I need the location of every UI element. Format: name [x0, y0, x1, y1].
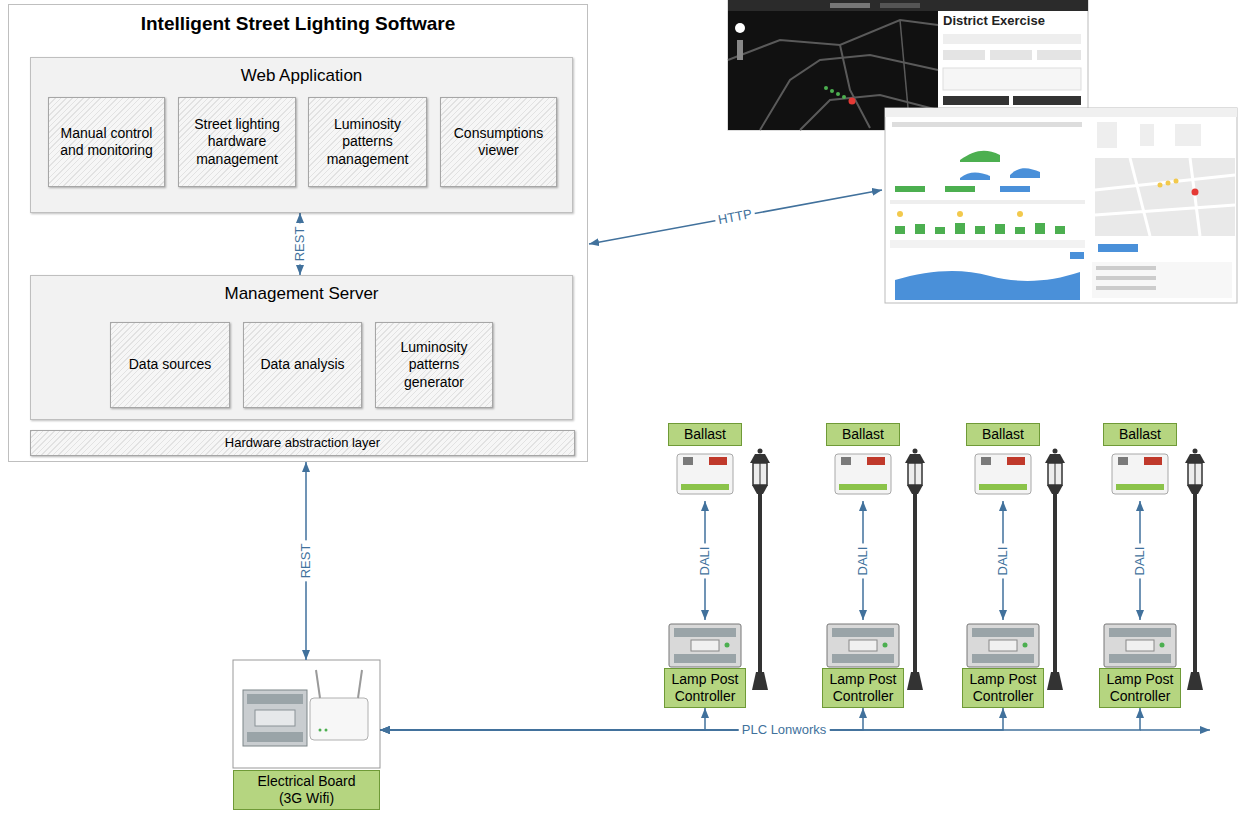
process-box: Hardware abstraction layer	[30, 430, 575, 456]
ballast-box: Ballast	[668, 423, 742, 501]
ballast-label: Ballast	[1103, 423, 1177, 446]
controller-device	[827, 624, 899, 667]
controller-label: Lamp Post Controller	[822, 668, 904, 708]
connector-label: DALI	[995, 543, 1011, 578]
bus-line	[1140, 729, 1210, 731]
controller-device	[967, 624, 1039, 667]
box-label: Manual control and monitoring	[55, 125, 158, 160]
process-box: Data sources	[110, 322, 230, 408]
controller-box: Lamp Post Controller	[664, 620, 746, 708]
board-label: Electrical Board (3G Wifi)	[233, 770, 380, 810]
board-box: Electrical Board (3G Wifi)	[233, 660, 380, 810]
ballast-label: Ballast	[966, 423, 1040, 446]
lamp-post	[1185, 449, 1205, 691]
controller-box: Lamp Post Controller	[1099, 620, 1181, 708]
electrical-board-picture	[233, 660, 380, 768]
ballast-label: Ballast	[826, 423, 900, 446]
group-box: Data sources Data analysis Luminosity patt…	[30, 275, 573, 420]
connector-label: DALI	[1132, 543, 1148, 578]
lamp-post	[1045, 449, 1065, 691]
process-box: Luminosity patterns generator	[375, 322, 493, 408]
ballast-device	[975, 454, 1031, 494]
group-heading: Web Application	[31, 66, 572, 86]
connector-label: REST	[298, 541, 314, 582]
ballast-box: Ballast	[1103, 423, 1177, 501]
ballast-box: Ballast	[826, 423, 900, 501]
connector-label: DALI	[697, 543, 713, 578]
link-label: HTTP	[714, 206, 756, 229]
ballast-device	[835, 454, 891, 494]
controller-device	[1104, 624, 1176, 667]
controller-label: Lamp Post Controller	[1099, 668, 1181, 708]
process-box: Consumptions viewer	[440, 97, 557, 187]
connector-label: PLC Lonworks	[739, 722, 830, 738]
box-label: Consumptions viewer	[447, 125, 550, 160]
ballast-box: Ballast	[966, 423, 1040, 501]
controller-label: Lamp Post Controller	[664, 668, 746, 708]
lamp-post	[905, 449, 925, 691]
connector-label: REST	[292, 224, 308, 265]
controller-device	[669, 624, 741, 667]
group-heading: Management Server	[31, 284, 572, 304]
process-box: Data analysis	[243, 322, 362, 408]
box-label: Street lighting hardware management	[185, 116, 289, 169]
process-box: Manual control and monitoring	[48, 97, 165, 187]
box-label: Hardware abstraction layer	[225, 435, 380, 451]
process-box: Street lighting hardware management	[178, 97, 296, 187]
group-box: Manual control and monitoring Street ligh…	[30, 57, 573, 213]
box-label: Luminosity patterns management	[315, 116, 420, 169]
ballast-device	[1112, 454, 1168, 494]
process-box: Luminosity patterns management	[308, 97, 427, 187]
lamp-post	[750, 449, 770, 691]
box-label: Data sources	[129, 356, 211, 374]
connector	[380, 708, 705, 730]
ballast-label: Ballast	[668, 423, 742, 446]
screen-heading: District Exercise	[943, 13, 1045, 29]
box-label: Data analysis	[260, 356, 344, 374]
connector	[380, 708, 1003, 730]
controller-box: Lamp Post Controller	[962, 620, 1044, 708]
box-label: Luminosity patterns generator	[382, 339, 486, 392]
controller-box: Lamp Post Controller	[822, 620, 904, 708]
http-link	[589, 190, 882, 244]
screenshot-dashboard	[885, 108, 1237, 303]
connector-label: DALI	[855, 543, 871, 578]
group-heading: Intelligent Street Lighting Software	[9, 13, 587, 35]
controller-label: Lamp Post Controller	[962, 668, 1044, 708]
ballast-device	[677, 454, 733, 494]
